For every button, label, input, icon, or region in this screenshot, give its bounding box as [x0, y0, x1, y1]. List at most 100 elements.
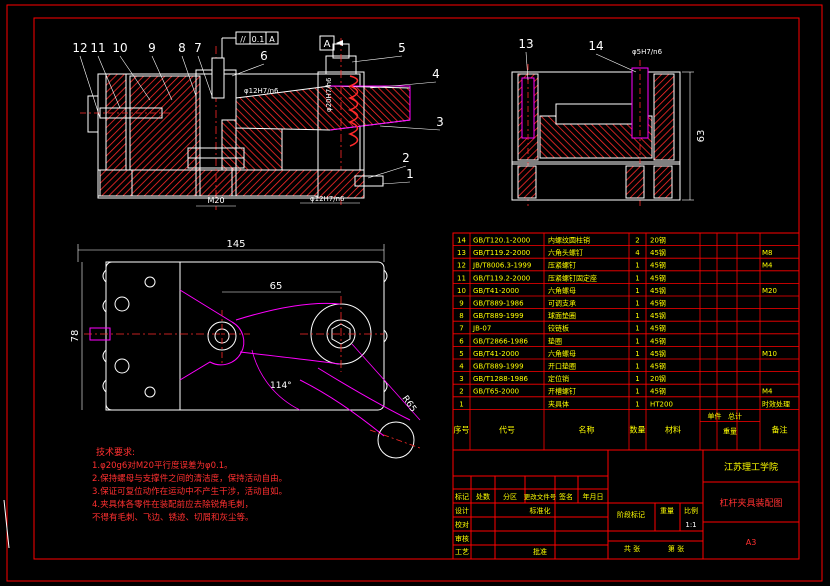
callout-leader: [79, 55, 101, 119]
plan-width-dim: 78: [70, 330, 81, 343]
thread-dim: M20: [207, 196, 224, 205]
tb-review: 审核: [455, 534, 469, 543]
bom-cell-material: 45钢: [650, 299, 666, 308]
bom-cell-material: 20钢: [650, 236, 666, 245]
plan-lever-end: [377, 421, 415, 459]
tb-date: 年月日: [583, 492, 604, 501]
bom-cell-material: 45钢: [650, 387, 666, 396]
bom-cell-name: 压紧螺钉固定座: [548, 273, 597, 282]
plan-bolt-hole-3: [144, 276, 156, 288]
plan-left-block: [105, 261, 181, 411]
plan-radius-dim: R65: [400, 394, 418, 414]
callout-leader: [369, 81, 437, 89]
tech-line-4: 4.夹具体各零件在装配前应去除锐角毛刺，: [92, 499, 253, 510]
bom-cell-no: 3: [459, 375, 463, 383]
bom-cell-qty: 1: [635, 400, 639, 408]
plan-arc-dim: [251, 349, 301, 411]
callout-label: 9: [148, 41, 156, 55]
tb-change-doc: 更改文件号: [524, 492, 557, 501]
bom-cell-no: 1: [459, 400, 463, 408]
bom-header-material: 材料: [665, 425, 681, 435]
callout-label: 13: [518, 37, 533, 51]
clamp-knob: [87, 95, 99, 133]
plan-hinge-plate: [179, 289, 245, 381]
bom-cell-code: GB/T2866-1986: [473, 337, 529, 345]
bore-fit-dim: φ20H7/h6: [325, 77, 333, 112]
tb-design: 设计: [455, 506, 469, 515]
bom-cell-qty: 1: [635, 274, 639, 282]
callout-leader: [97, 55, 121, 109]
bom-cell-name: 压紧螺钉: [548, 261, 576, 270]
tb-weight: 重量: [660, 507, 674, 515]
plan-bolt-hole-4: [144, 386, 156, 398]
callout-leader: [197, 55, 213, 97]
clamp-base: [97, 169, 133, 197]
bom-cell-code: GB/T889-1999: [473, 312, 524, 320]
bom-cell-code: JB-07: [472, 325, 491, 333]
bom-cell-qty: 1: [635, 363, 639, 371]
bom-cell-material: 45钢: [650, 324, 666, 333]
callout-label: 10: [112, 41, 127, 55]
binding-mark: [3, 499, 10, 549]
pin-fit-dim: φ12H7/n6: [244, 87, 279, 95]
side-base: [511, 163, 681, 201]
tolerance-symbol: //: [240, 35, 246, 44]
bom-cell-name: 球面垫圈: [548, 311, 576, 320]
outer-frame: [6, 4, 823, 582]
base-body: [97, 73, 361, 199]
callout-leader: [181, 55, 197, 97]
bom-cell-qty: 1: [635, 388, 639, 396]
bom-cell-no: 7: [459, 325, 463, 333]
bom-cell-qty: 1: [635, 325, 639, 333]
plan-hinge-pin: [207, 321, 237, 351]
tolerance-frame: // 0.1 A: [221, 31, 279, 58]
tech-requirements: 技术要求: 1.φ20g6对M20平行度误差为φ0.1。 2.保持螺母与支撑件之…: [92, 446, 287, 523]
bom-cell-qty: 1: [635, 262, 639, 270]
bom-cell-remark: 时效处理: [762, 399, 790, 408]
bom-cell-material: 45钢: [650, 362, 666, 371]
bom-cell-qty: 4: [635, 249, 640, 257]
tolerance-datum: A: [269, 35, 275, 44]
callout-leader: [151, 55, 173, 101]
tb-standardize: 标准化: [530, 506, 551, 515]
datum-box: [319, 35, 335, 51]
bom-header-name: 名称: [579, 425, 595, 435]
bom-cell-name: 铰链板: [548, 324, 569, 333]
base-fit-dim: φ12H7/n6: [310, 195, 345, 203]
locating-pin: [317, 169, 365, 199]
bom-cell-material: 45钢: [650, 336, 666, 345]
tb-mark: 标记: [455, 492, 469, 501]
callout-label: 12: [72, 41, 87, 55]
tb-process: 工艺: [455, 548, 469, 556]
callout-leader: [351, 55, 403, 63]
screw-2: [354, 175, 384, 187]
side-top-fit: φ5H7/n6: [632, 48, 663, 56]
bom-header-code: 代号: [499, 425, 515, 435]
callout-label: 8: [178, 41, 186, 55]
bom-cell-code: JB/T8006.3-1999: [472, 262, 531, 270]
callout-label: 3: [436, 115, 444, 129]
front-view: A // 0.1 A φ12H7/n6 φ20H7/h6 φ12H7/n6 M2…: [80, 31, 411, 210]
bom-cell-code: GB/T120.1-2000: [473, 237, 530, 245]
bom-cell-no: 11: [457, 274, 466, 282]
thread-hatch: [347, 75, 359, 147]
bom-cell-material: 45钢: [650, 286, 666, 295]
bom-cell-code: GB/T41-2000: [473, 287, 519, 295]
bom-cell-material: 45钢: [650, 248, 666, 257]
plan-length-dim: 145: [226, 239, 245, 250]
bom-cell-code: GB/T65-2000: [473, 388, 519, 396]
title-block: 标记 处数 分区 更改文件号 签名 年月日 设计 标准化 校对 审核 工艺 批准…: [452, 449, 800, 560]
tb-scale: 比例: [684, 506, 698, 515]
bom-cell-remark: M4: [762, 388, 773, 396]
side-view: φ5H7/n6 63: [511, 48, 707, 206]
bom-cell-material: 45钢: [650, 261, 666, 270]
callout-label: 14: [588, 39, 603, 53]
bom-cell-no: 8: [459, 312, 463, 320]
bom-cell-qty: 1: [635, 300, 639, 308]
side-height-dim: 63: [696, 130, 707, 143]
callout-label: 5: [398, 41, 406, 55]
bom-cell-no: 14: [457, 237, 466, 245]
base-plate-section: [99, 169, 359, 197]
